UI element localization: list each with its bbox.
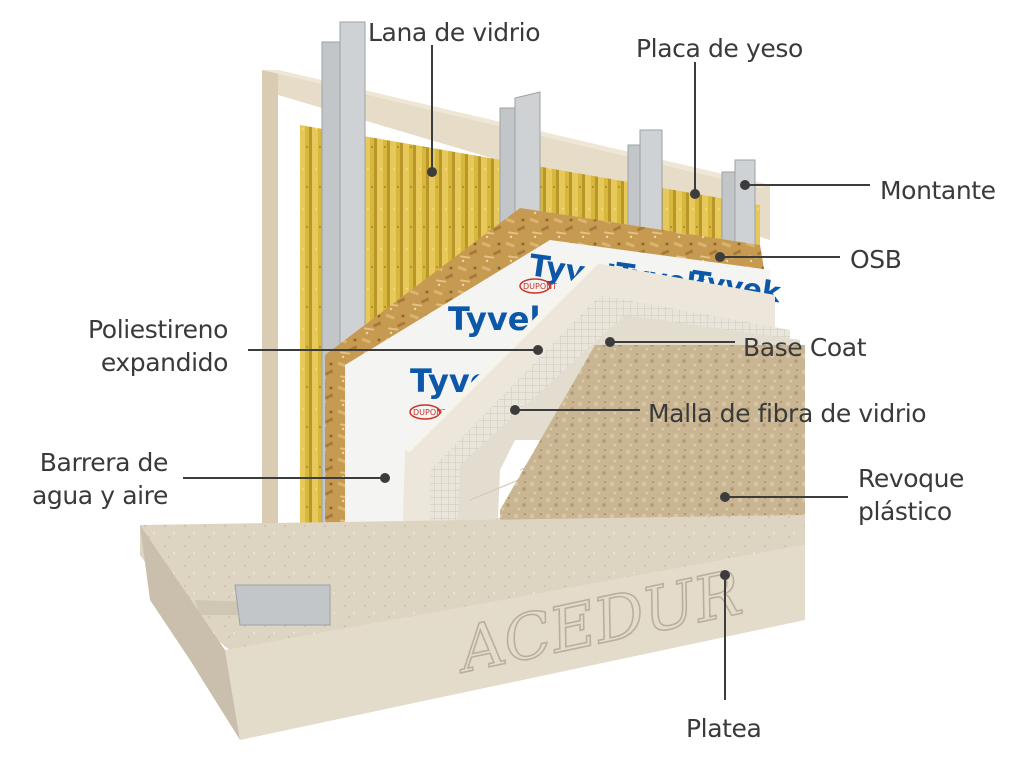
steel-track [234,584,331,626]
svg-text:DUPONT: DUPONT [523,282,557,291]
label-osb: OSB [850,245,902,274]
label-placa-de-yeso: Placa de yeso [636,34,803,63]
label-lana-de-vidrio: Lana de vidrio [368,18,541,47]
label-malla-de-fibra-de-vidrio: Malla de fibra de vidrio [648,399,927,428]
label-base-coat: Base Coat [743,333,867,362]
leader-lines [183,45,870,700]
tyvek-barrier [345,240,770,620]
concrete-slab-front [225,545,805,740]
label-montante: Montante [880,176,996,205]
leader-dots [380,167,750,580]
dupont-logo: DUPONT DUPONT [409,278,557,420]
svg-text:DUPONT: DUPONT [413,408,447,417]
label-platea: Platea [686,714,762,743]
gypsum-board [262,70,278,590]
concrete-slab-side [140,525,240,740]
